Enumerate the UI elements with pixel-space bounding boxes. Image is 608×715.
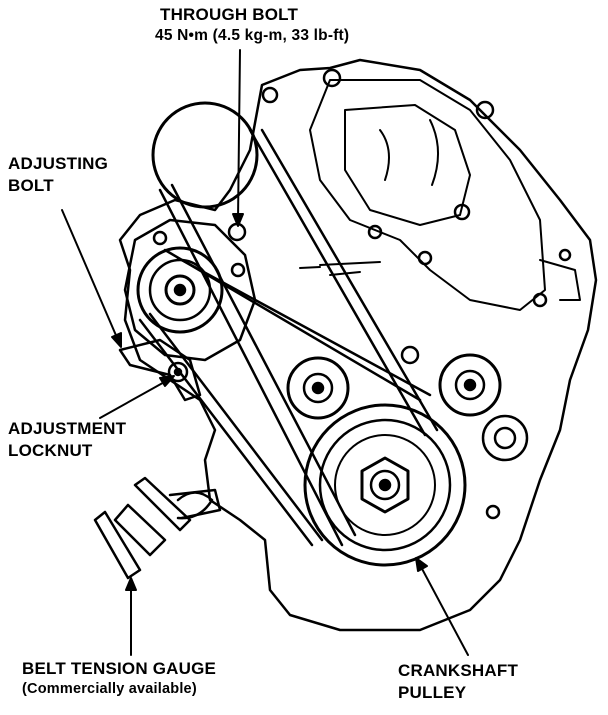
upper-pulley (151, 101, 259, 209)
timing-cover-inner (344, 104, 471, 226)
adjustment-locknut-line1: ADJUSTMENT (8, 419, 127, 438)
block-bolt (453, 203, 471, 221)
drive-belts (138, 128, 439, 547)
belt-tension-gauge-line2: (Commercially available) (22, 680, 197, 697)
block-bolt (261, 86, 279, 104)
crankshaft-bolt (360, 456, 410, 514)
adjusting-bolt-label: ADJUSTING BOLT (8, 155, 108, 195)
adjustment-locknut-label: ADJUSTMENT LOCKNUT (8, 420, 126, 460)
block-bolt (558, 248, 572, 262)
crankshaft-pulley-pointer (419, 564, 469, 656)
belt-tension-gauge-shape (93, 476, 222, 580)
side-pulley (481, 414, 529, 462)
timing-cover (309, 79, 546, 311)
belt-tension-gauge-label: BELT TENSION GAUGE (Commercially availab… (22, 660, 216, 697)
block-bolt (322, 68, 342, 88)
idler-pulley (286, 356, 350, 420)
adjusting-bolt-line1: ADJUSTING (8, 154, 109, 173)
crankshaft-pulley-outer (303, 403, 467, 567)
crankshaft-pulley-line2: PULLEY (398, 682, 467, 702)
adjustment-locknut-pointer (99, 379, 169, 419)
block-bolt (475, 100, 495, 120)
alternator-pulley (136, 246, 224, 334)
adjusting-bolt-line2: BOLT (8, 175, 54, 195)
adjusting-bracket (118, 338, 202, 402)
block-bolt (532, 292, 548, 308)
crankshaft-pulley-line1: CRANKSHAFT (398, 661, 519, 680)
adjustment-locknut-line2: LOCKNUT (8, 440, 93, 460)
through-bolt-pointer (237, 49, 241, 221)
crankshaft-pulley-label: CRANKSHAFT PULLEY (398, 662, 518, 702)
block-bolt (417, 250, 433, 266)
through-bolt-title: THROUGH BOLT (160, 5, 299, 24)
through-bolt-torque-spec: 45 N•m (4.5 kg-m, 33 lb-ft) (155, 26, 350, 44)
block-bolt (485, 504, 501, 520)
block-bolt (367, 224, 383, 240)
adjusting-bolt-pointer (61, 209, 119, 341)
alternator-body (123, 218, 257, 362)
water-pump-pulley (438, 353, 502, 417)
adjustment-locknut-shape (167, 361, 189, 383)
pointer-lines (61, 49, 469, 656)
block-bolt (227, 222, 247, 242)
engine-block-outline (118, 58, 598, 632)
belt-tension-gauge-line1: BELT TENSION GAUGE (22, 659, 217, 678)
through-bolt-label: THROUGH BOLT 45 N•m (4.5 kg-m, 33 lb-ft) (155, 5, 349, 44)
